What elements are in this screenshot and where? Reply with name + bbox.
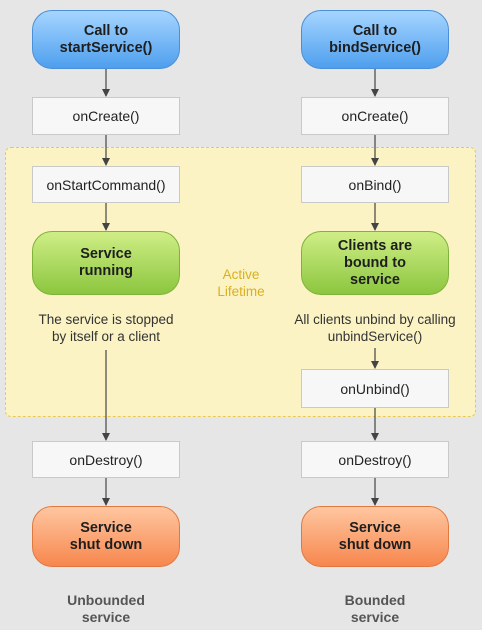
unbounded-service-caption: Unbounded service (67, 592, 145, 625)
active-lifetime-label: Active Lifetime (217, 267, 265, 299)
ondestroy-box-left: onDestroy() (32, 441, 180, 478)
service-running-node: Service running (32, 231, 180, 295)
ondestroy-box-right: onDestroy() (301, 441, 449, 478)
clients-bound-node: Clients are bound to service (301, 231, 449, 295)
oncreate-box-right: onCreate() (301, 97, 449, 135)
unbind-condition-note: All clients unbind by calling unbindServ… (294, 312, 456, 344)
bounded-service-caption: Bounded service (344, 592, 406, 625)
service-shutdown-node-right: Service shut down (301, 506, 449, 567)
onunbind-box: onUnbind() (301, 369, 449, 408)
stop-condition-note: The service is stopped by itself or a cl… (38, 312, 174, 344)
start-service-node: Call to startService() (32, 10, 180, 69)
oncreate-box-left: onCreate() (32, 97, 180, 135)
onbind-box: onBind() (301, 166, 449, 203)
onstartcommand-box: onStartCommand() (32, 166, 180, 203)
bind-service-node: Call to bindService() (301, 10, 449, 69)
service-shutdown-node-left: Service shut down (32, 506, 180, 567)
